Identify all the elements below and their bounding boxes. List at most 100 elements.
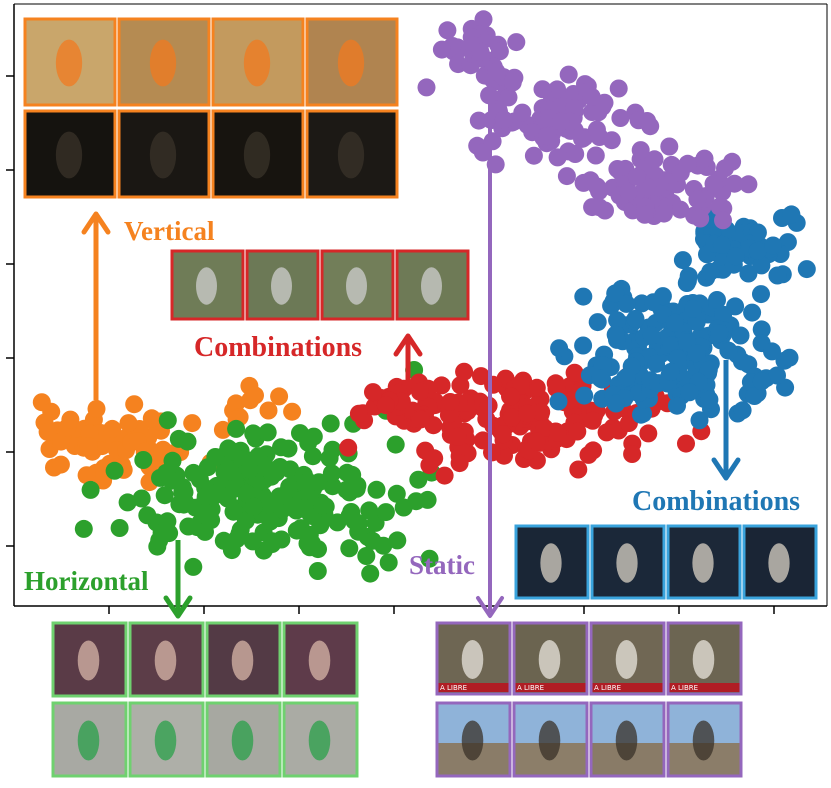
- point-blue: [708, 291, 726, 309]
- thumbnail-basketball-frame-1: [514, 524, 590, 600]
- point-green: [214, 531, 233, 550]
- point-red: [455, 362, 474, 381]
- point-blue: [739, 264, 758, 283]
- thumbnail-beach-frame-2: [512, 701, 589, 778]
- thumbnail-cooking-frame-3: A LIBRE: [589, 621, 666, 696]
- point-purple: [688, 190, 707, 209]
- point-orange: [213, 420, 232, 439]
- banner-text: A LIBRE: [440, 684, 467, 692]
- point-blue: [768, 266, 787, 285]
- point-red: [583, 411, 602, 430]
- point-blue: [665, 313, 684, 332]
- point-blue: [591, 369, 610, 388]
- point-orange: [51, 455, 70, 474]
- point-blue: [748, 241, 767, 260]
- point-orange: [103, 419, 122, 438]
- point-green: [340, 539, 359, 558]
- point-purple: [564, 85, 583, 103]
- point-purple: [474, 10, 493, 29]
- thumbnail-basketball-frame-3: [666, 524, 742, 600]
- point-green: [155, 486, 174, 505]
- point-blue: [782, 205, 801, 224]
- point-red: [448, 427, 467, 446]
- label-combinations-blue: Combinations: [632, 486, 800, 517]
- point-green: [110, 519, 129, 537]
- point-blue: [780, 348, 799, 367]
- point-green: [152, 523, 171, 542]
- point-red: [349, 404, 368, 423]
- point-green: [299, 433, 318, 452]
- point-purple: [499, 88, 518, 107]
- point-green: [409, 470, 428, 489]
- thumbnail-beach-frame-1: [435, 701, 512, 778]
- point-red: [565, 363, 584, 382]
- point-green: [343, 465, 362, 484]
- point-purple: [524, 146, 543, 165]
- point-green: [376, 503, 395, 522]
- point-red: [376, 396, 395, 415]
- point-green: [236, 511, 255, 530]
- point-green: [271, 458, 289, 476]
- point-blue: [617, 368, 636, 387]
- point-green: [418, 490, 437, 509]
- point-purple: [432, 40, 451, 59]
- point-red: [532, 403, 551, 421]
- thumbnail-beach-frame-3: [589, 701, 666, 778]
- point-green: [219, 439, 238, 458]
- point-purple: [548, 80, 567, 99]
- point-red: [425, 449, 444, 468]
- point-blue: [797, 260, 816, 279]
- point-purple: [533, 80, 552, 99]
- point-purple: [602, 131, 621, 150]
- point-purple: [671, 200, 690, 219]
- point-blue: [653, 287, 672, 306]
- thumbnail-climber-frame-2: [117, 17, 211, 107]
- point-blue: [574, 336, 593, 355]
- point-purple: [660, 137, 679, 156]
- banner-text: A LIBRE: [671, 684, 698, 692]
- point-green: [162, 471, 181, 490]
- point-green: [387, 484, 406, 503]
- point-red: [339, 438, 358, 457]
- point-green: [243, 532, 262, 551]
- arrow-vertical: [81, 211, 111, 400]
- point-purple: [490, 42, 509, 61]
- point-blue: [752, 320, 771, 339]
- point-blue: [668, 349, 687, 368]
- point-red: [364, 383, 382, 402]
- point-orange: [80, 424, 99, 443]
- point-blue: [680, 383, 699, 402]
- point-red: [502, 408, 521, 427]
- point-blue: [752, 256, 771, 275]
- thumbnail-cooking-frame-1: A LIBRE: [435, 621, 512, 696]
- point-green: [308, 562, 327, 580]
- point-red: [677, 434, 695, 453]
- point-green: [74, 519, 93, 538]
- point-green: [321, 414, 340, 433]
- point-orange: [270, 387, 289, 406]
- point-purple: [714, 211, 732, 230]
- point-purple: [551, 112, 570, 131]
- point-green: [328, 513, 347, 532]
- point-red: [435, 466, 454, 485]
- point-green: [360, 501, 379, 520]
- label-vertical: Vertical: [124, 216, 215, 246]
- point-blue: [662, 362, 680, 381]
- point-green: [227, 419, 246, 438]
- thumbnail-drinking-frame-4: [305, 109, 399, 199]
- point-green: [394, 498, 413, 517]
- point-purple: [655, 204, 673, 223]
- point-purple: [487, 62, 506, 81]
- point-purple: [480, 86, 499, 105]
- point-purple: [513, 103, 532, 122]
- point-green: [388, 531, 407, 550]
- point-orange: [52, 432, 70, 451]
- point-green: [363, 531, 382, 550]
- point-green: [255, 455, 274, 474]
- point-blue: [607, 394, 625, 413]
- point-blue: [606, 325, 625, 344]
- point-blue: [726, 247, 745, 266]
- point-blue: [752, 285, 770, 304]
- point-green: [132, 489, 151, 508]
